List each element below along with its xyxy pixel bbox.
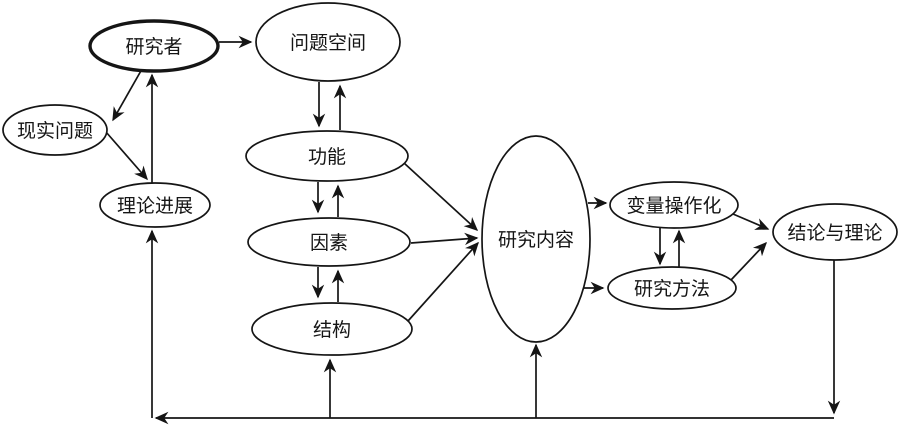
arrow-structure-to-research-content (407, 241, 479, 322)
node-function-label: 功能 (308, 146, 346, 168)
node-research-content: 研究内容 (481, 135, 591, 343)
node-factor-ellipse (247, 217, 411, 267)
node-conclusion-theory-label: 结论与理论 (787, 222, 882, 244)
node-real-problem-ellipse (2, 104, 108, 156)
node-function-ellipse (245, 130, 409, 182)
node-real-problem-label: 现实问题 (17, 120, 93, 142)
node-variable-operationalization-label: 变量操作化 (626, 195, 721, 217)
node-factor: 因素 (247, 217, 411, 267)
arrow-researcher-to-real-problem (112, 68, 143, 122)
node-variable-operationalization-ellipse (609, 181, 739, 229)
node-problem-space-label: 问题空间 (290, 32, 366, 54)
arrow-research-method-to-conclusion-theory (730, 241, 767, 281)
node-researcher: 研究者 (88, 19, 220, 73)
node-real-problem: 现实问题 (2, 104, 108, 156)
node-researcher-label: 研究者 (125, 36, 182, 58)
node-function: 功能 (245, 130, 409, 182)
node-research-content-label: 研究内容 (498, 229, 574, 251)
node-conclusion-theory-ellipse (772, 203, 898, 261)
node-theory-progress-label: 理论进展 (117, 195, 193, 217)
node-research-method-ellipse (607, 266, 737, 310)
arrow-factor-to-research-content (410, 232, 479, 246)
node-theory-progress-ellipse (99, 182, 211, 228)
node-conclusion-theory: 结论与理论 (772, 203, 898, 261)
node-research-method: 研究方法 (607, 266, 737, 310)
node-research-content-ellipse (481, 135, 591, 343)
node-structure: 结构 (251, 302, 413, 356)
node-structure-ellipse (251, 302, 413, 356)
arrow-real-problem-to-theory-progress (105, 131, 148, 181)
node-variable-operationalization: 变量操作化 (609, 181, 739, 229)
arrow-function-to-research-content (403, 162, 479, 231)
node-factor-label: 因素 (310, 232, 348, 254)
node-problem-space: 问题空间 (255, 2, 401, 82)
node-research-method-label: 研究方法 (634, 278, 710, 300)
arrow-variable-operationalization-to-conclusion-theory (732, 213, 770, 230)
node-structure-label: 结构 (313, 319, 351, 341)
node-problem-space-ellipse (255, 2, 401, 82)
node-theory-progress: 理论进展 (99, 182, 211, 228)
node-researcher-ellipse (88, 19, 220, 73)
